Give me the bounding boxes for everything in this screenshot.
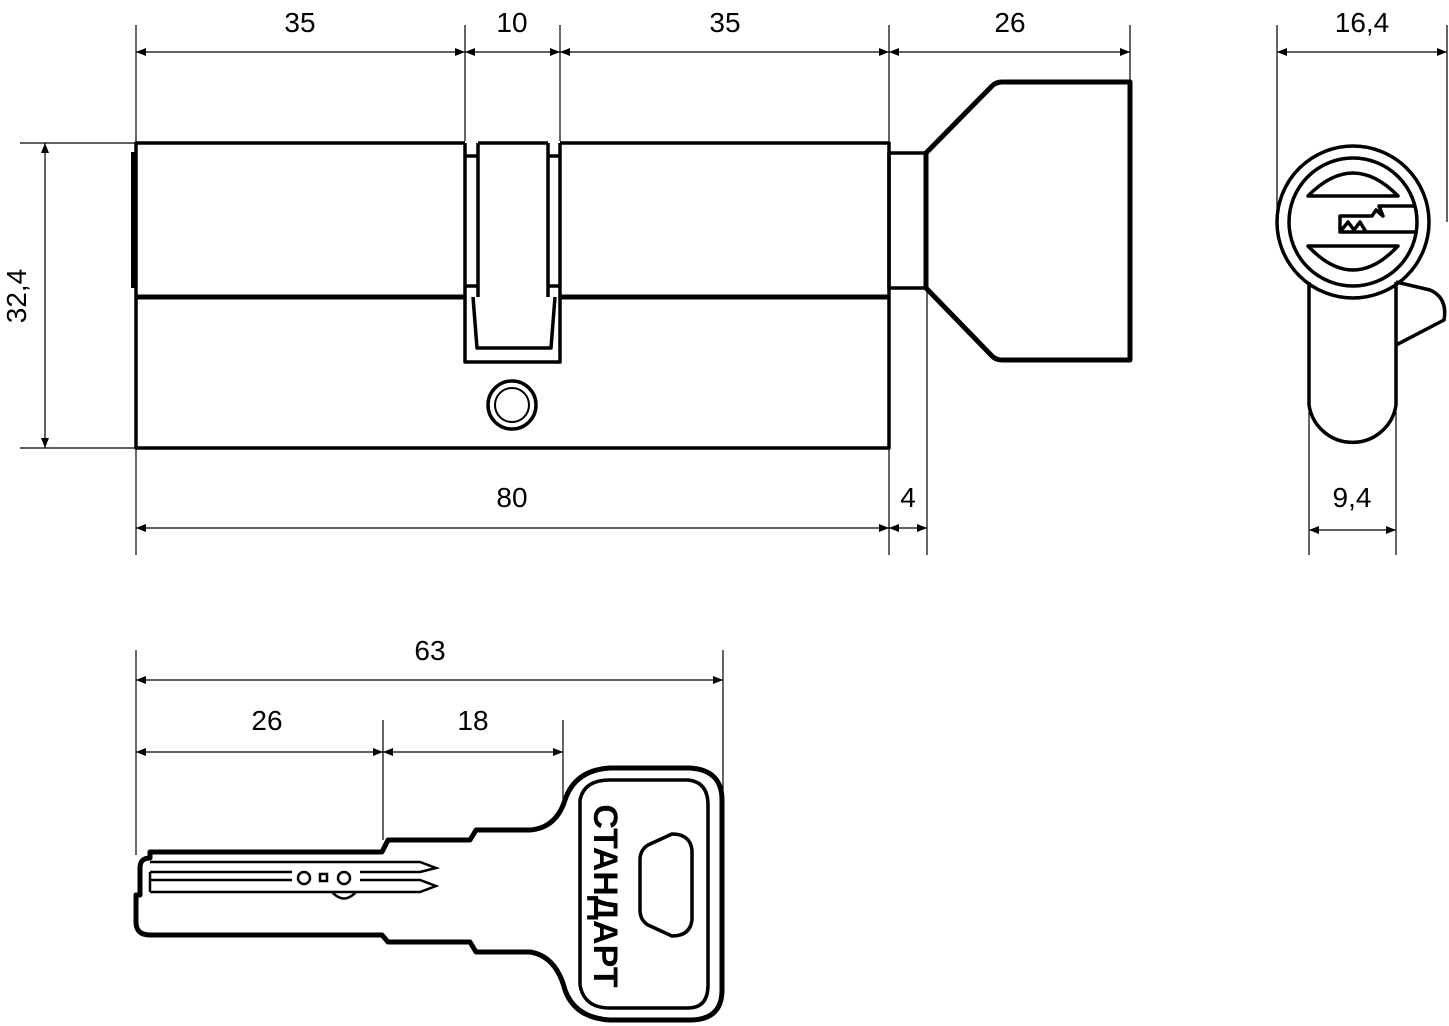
dim-key-blade: 26 — [251, 705, 282, 736]
cylinder-front-view — [131, 79, 1133, 450]
dim-front-right: 35 — [709, 7, 740, 38]
thumb-turn-knob — [923, 79, 1133, 363]
dim-key-shoulder: 18 — [457, 705, 488, 736]
dim-thumb-turn: 26 — [994, 7, 1025, 38]
key-drawing: СТАНДАРТ — [133, 765, 725, 1023]
key-bow-hole — [638, 832, 694, 938]
dim-side-body-width: 9,4 — [1333, 482, 1372, 513]
dimension-lines — [41, 48, 1447, 756]
screw-hole-icon — [486, 379, 538, 431]
dim-height: 32,4 — [1, 269, 32, 324]
cylinder-side-view — [1275, 144, 1447, 445]
extension-lines — [20, 25, 1448, 990]
dim-front-left: 35 — [284, 7, 315, 38]
dim-side-width: 16,4 — [1335, 7, 1390, 38]
dim-total-length: 80 — [496, 482, 527, 513]
key-brand-label: СТАНДАРТ — [586, 804, 624, 987]
dim-cam: 10 — [496, 7, 527, 38]
dim-key-length: 63 — [414, 635, 445, 666]
dim-neck: 4 — [900, 482, 916, 513]
